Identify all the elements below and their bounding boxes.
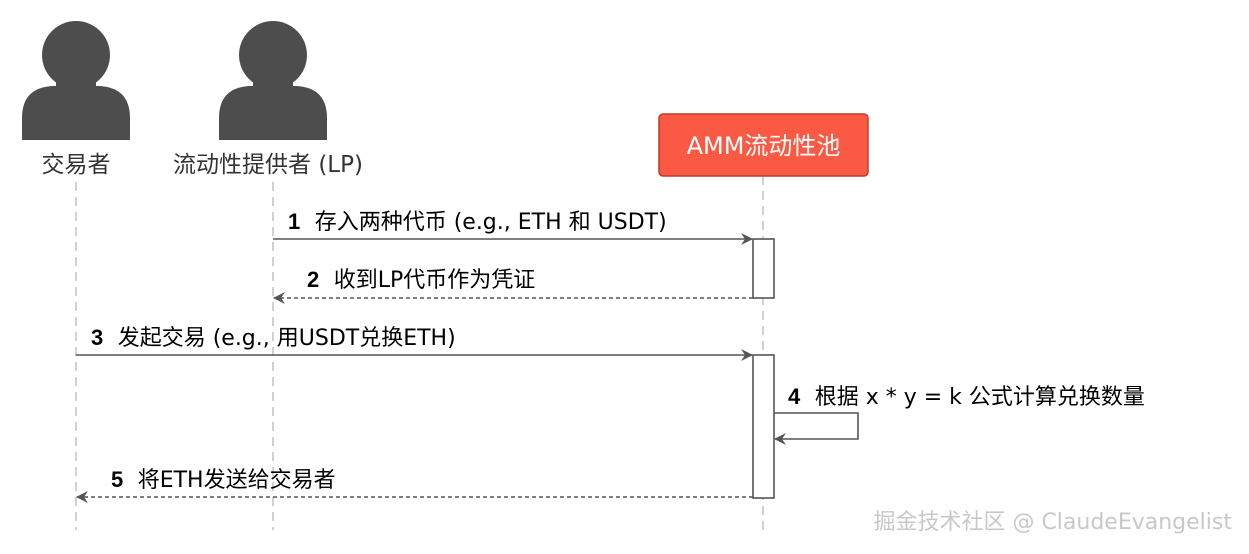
message-2-number: 2 <box>307 267 319 292</box>
message-4-arrow <box>774 412 859 445</box>
message-3-number: 3 <box>91 325 103 350</box>
pool-participant: AMM流动性池 <box>658 113 869 177</box>
person-icon <box>219 21 327 140</box>
pool-label: AMM流动性池 <box>687 132 841 160</box>
message-5-text: 将ETH发送给交易者 <box>138 468 336 493</box>
watermark: 掘金技术社区 @ ClaudeEvangelist <box>873 510 1232 535</box>
message-3-label: 3 发起交易 (e.g., 用USDT兑换ETH) <box>91 325 456 351</box>
message-1-label: 1 存入两种代币 (e.g., ETH 和 USDT) <box>288 209 667 235</box>
person-icon <box>22 21 130 140</box>
message-5-label: 5 将ETH发送给交易者 <box>111 467 336 493</box>
message-3: 3 发起交易 (e.g., 用USDT兑换ETH) <box>76 325 753 361</box>
message-5: 5 将ETH发送给交易者 <box>76 467 753 503</box>
activation-bar-2 <box>752 354 775 499</box>
message-4-text: 根据 x * y = k 公式计算兑换数量 <box>815 385 1145 410</box>
message-1-text: 存入两种代币 (e.g., ETH 和 USDT) <box>315 210 667 235</box>
actor-label-trader: 交易者 <box>42 152 111 178</box>
message-4-label: 4 根据 x * y = k 公式计算兑换数量 <box>788 384 1145 410</box>
activation-bar-1 <box>752 238 775 299</box>
message-4: 4 根据 x * y = k 公式计算兑换数量 <box>774 384 1145 445</box>
message-4-number: 4 <box>788 384 801 409</box>
pool-box <box>658 113 869 177</box>
message-3-text: 发起交易 (e.g., 用USDT兑换ETH) <box>118 326 456 351</box>
message-2-text: 收到LP代币作为凭证 <box>334 268 536 293</box>
message-5-number: 5 <box>111 467 123 492</box>
message-2-label: 2 收到LP代币作为凭证 <box>307 267 535 293</box>
message-2: 2 收到LP代币作为凭证 <box>273 267 753 304</box>
lp-actor: 流动性提供者 (LP) <box>173 21 363 178</box>
message-1: 1 存入两种代币 (e.g., ETH 和 USDT) <box>273 209 753 245</box>
actor-label-lp: 流动性提供者 (LP) <box>173 152 363 178</box>
trader-actor: 交易者 <box>22 21 130 178</box>
message-1-number: 1 <box>288 209 300 234</box>
